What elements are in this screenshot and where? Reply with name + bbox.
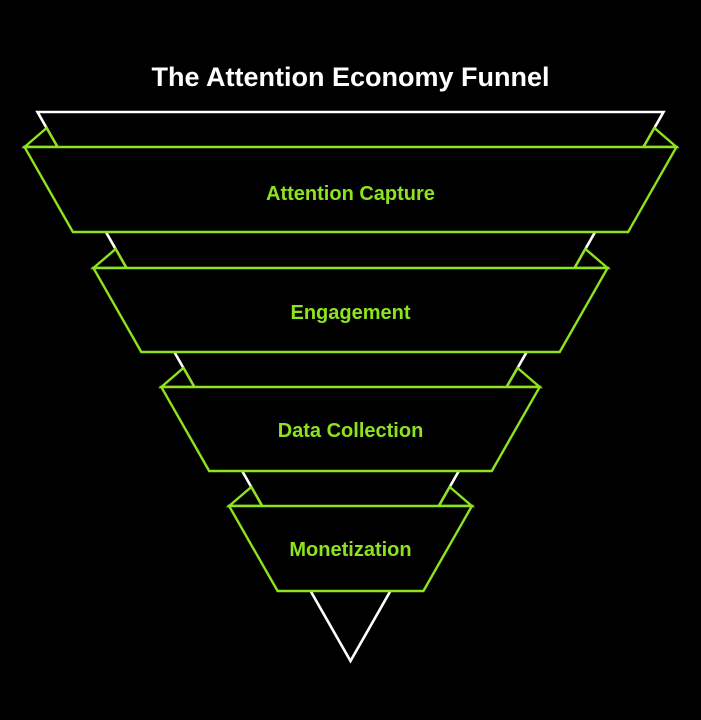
- ribbon-fold-right: [641, 126, 680, 149]
- ribbon-fold-left: [158, 366, 197, 389]
- stage-label-monetization: Monetization: [289, 539, 411, 561]
- stage-label-engagement: Engagement: [290, 302, 410, 324]
- ribbon-fold-right: [572, 247, 611, 270]
- funnel-stage-monetization: Monetization: [225, 485, 476, 593]
- ribbon-face: [91, 266, 610, 354]
- stage-label-attention-capture: Attention Capture: [266, 183, 435, 205]
- funnel-stage-attention-capture: Attention Capture: [21, 126, 680, 234]
- ribbon-face: [227, 504, 474, 593]
- ribbon-fold-left: [21, 126, 60, 149]
- ribbon-fold-left: [90, 247, 129, 270]
- ribbon-fold-left: [225, 485, 265, 508]
- funnel-stage-data-collection: Data Collection: [158, 366, 543, 473]
- diagram-title: The Attention Economy Funnel: [152, 62, 550, 92]
- ribbon-face: [22, 145, 679, 234]
- stage-label-data-collection: Data Collection: [278, 420, 424, 442]
- ribbon-fold-right: [436, 485, 476, 508]
- ribbon-fold-right: [504, 366, 543, 389]
- ribbon-face: [159, 385, 542, 473]
- funnel-stage-engagement: Engagement: [90, 247, 611, 354]
